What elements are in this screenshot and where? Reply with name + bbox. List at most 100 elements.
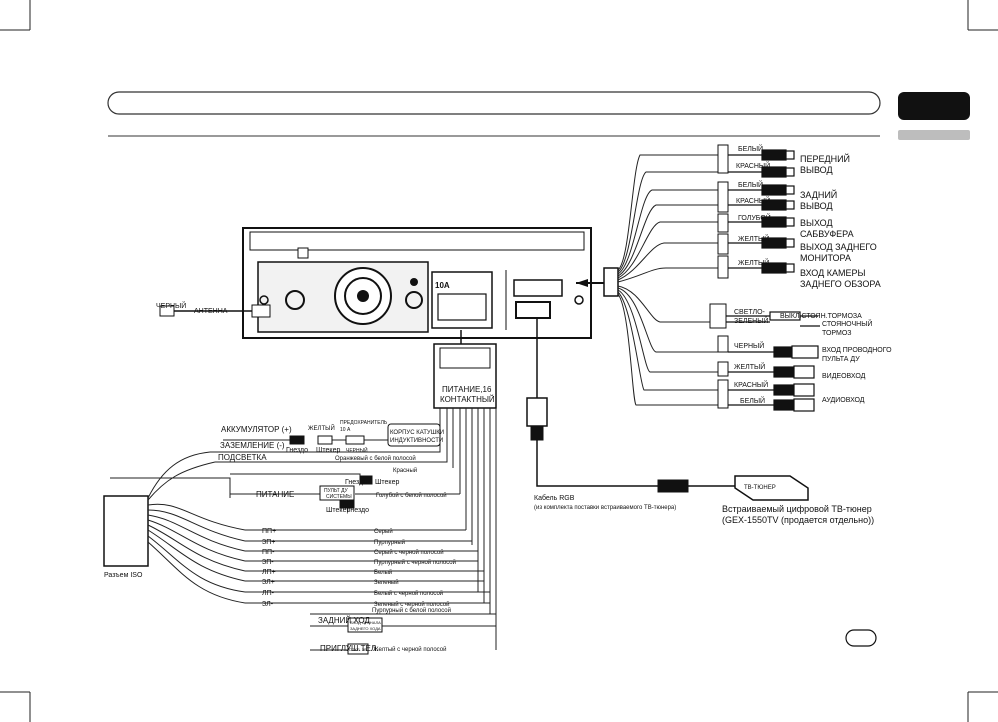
rear-output-2: ВЫВОД bbox=[800, 201, 833, 211]
plug-label: Штекер bbox=[316, 447, 340, 454]
front-output-1: ПЕРЕДНИЙ bbox=[800, 153, 850, 164]
power-label: ПИТАНИЕ bbox=[256, 490, 294, 499]
speaker-wire-labels: ПП+ Серый ЗП+ Пурпурный ПП- Серый с черн… bbox=[262, 528, 456, 608]
black-small-label: ЧЕРНЫЙ bbox=[346, 446, 368, 454]
mute-box-label: ОТКЛ. ЗВ. bbox=[349, 647, 368, 652]
speaker-color: Белый с черной полосой bbox=[374, 590, 443, 597]
monitor-output-1: ВЫХОД ЗАДНЕГО bbox=[800, 242, 877, 252]
ground-label: ЗАЗЕМЛЕНИЕ (-) bbox=[220, 441, 285, 450]
header-bar bbox=[107, 91, 881, 115]
reverse-box bbox=[347, 617, 496, 633]
label-parking-brake-1: СТОЯНОЧНЫЙ bbox=[822, 319, 872, 328]
power16-label-2: КОНТАКТНЫЙ bbox=[440, 395, 495, 404]
reverse-box-2: ЗАДНЕГО ХОДА bbox=[350, 626, 381, 631]
orange-wire-label: Оранжевый с белой полосой bbox=[335, 455, 416, 462]
battery-label: АККУМУЛЯТОР (+) bbox=[221, 425, 292, 434]
mute-wire-label: Желтый с черной полосой bbox=[373, 646, 446, 653]
head-unit bbox=[159, 227, 592, 339]
video-in: ВИДЕОВХОД bbox=[822, 373, 866, 380]
plug3-label: Штекер bbox=[326, 507, 350, 514]
speaker-color: Серый с черной полосой bbox=[374, 549, 444, 556]
section-tab-dark bbox=[898, 92, 970, 120]
rear-output-1: ЗАДНИЙ bbox=[800, 189, 837, 200]
mute-label: ПРИГЛУШ.ТЕЛ. bbox=[320, 644, 378, 653]
socket2-label: Гнездо bbox=[345, 479, 367, 486]
camera-input-1: ВХОД КАМЕРЫ bbox=[800, 268, 865, 278]
coil-label-2: ИНДУКТИВНОСТИ bbox=[390, 438, 443, 444]
antenna-label: АНТЕННА bbox=[194, 308, 228, 315]
system-remote-1: ПУЛЬТ ДУ bbox=[324, 488, 349, 494]
label-parking-brake-2: ТОРМОЗ bbox=[822, 330, 852, 337]
right-cable-bundle bbox=[617, 154, 718, 406]
mute-box bbox=[347, 643, 369, 655]
left-wire-runs bbox=[110, 408, 497, 651]
speaker-pin: ЛП- bbox=[262, 590, 275, 597]
section-tab-light bbox=[898, 130, 970, 140]
antenna-black-label: ЧЕРНЫЙ bbox=[156, 301, 186, 310]
label-red-1: КРАСНЫЙ bbox=[736, 161, 770, 170]
coil-label-1: КОРПУС КАТУШКИ bbox=[390, 430, 444, 436]
wired-remote-1: ВХОД ПРОВОДНОГО bbox=[822, 347, 892, 354]
fuse-label: 10A bbox=[435, 281, 450, 290]
red-wire-label: Красный bbox=[393, 467, 417, 474]
front-output-2: ВЫВОД bbox=[800, 165, 833, 175]
label-yellow-1: ЖЕЛТЫЙ bbox=[738, 234, 769, 243]
speaker-color: Белый bbox=[374, 569, 392, 576]
reverse-box-1: ВХОД СИГНАЛА bbox=[350, 620, 381, 625]
speaker-pin: ЗЛ- bbox=[262, 601, 274, 608]
iso-label: Разъем ISO bbox=[104, 572, 143, 579]
blue-white-label: Голубой с белой полосой bbox=[376, 492, 447, 499]
speaker-color: Пурпурный с черной полосой bbox=[374, 559, 456, 566]
plug2-label: Штекер bbox=[375, 479, 399, 486]
yellow-label: ЖЕЛТЫЙ bbox=[308, 424, 335, 432]
label-yellow-3: ЖЕЛТЫЙ bbox=[734, 362, 765, 371]
audio-in: АУДИОВХОД bbox=[822, 397, 865, 404]
tuner-title-1: Встраиваемый цифровой ТВ-тюнер bbox=[722, 504, 872, 514]
label-red-2: КРАСНЫЙ bbox=[736, 196, 770, 205]
fuse-holder-label-1: ПРЕДОХРАНИТЕЛЬ bbox=[340, 420, 388, 426]
speaker-pin: ЗЛ+ bbox=[262, 579, 275, 586]
tuner-title-2: (GEX-1550TV (продается отдельно)) bbox=[722, 515, 874, 525]
rgb-cable-label-1: Кабель RGB bbox=[534, 494, 575, 502]
label-lightgreen-1: СВЕТЛО- bbox=[734, 309, 766, 316]
speaker-pin: ПП- bbox=[262, 549, 275, 556]
wired-remote-2: ПУЛЬТА ДУ bbox=[822, 356, 860, 363]
label-white-3: БЕЛЫЙ bbox=[740, 396, 765, 405]
socket3-label: Гнездо bbox=[347, 507, 369, 514]
remote-plug bbox=[319, 475, 373, 509]
sub-output-2: САБВУФЕРА bbox=[800, 229, 854, 239]
monitor-output-2: МОНИТОРА bbox=[800, 253, 851, 263]
fuse-holder-label-2: 10 А bbox=[340, 427, 351, 433]
purple-white-label: Пурпурный с белой полосой bbox=[372, 607, 451, 614]
iso-connector bbox=[103, 451, 246, 604]
tuner-box-label: ТВ-ТЮНЕР bbox=[744, 485, 776, 491]
rgb-cable bbox=[526, 318, 809, 501]
label-black: ЧЕРНЫЙ bbox=[734, 341, 764, 350]
page-number-badge bbox=[845, 629, 877, 647]
label-yellow-2: ЖЕЛТЫЙ bbox=[738, 258, 769, 267]
label-red-3: КРАСНЫЙ bbox=[734, 380, 768, 389]
reverse-label: ЗАДНИЙ ХОД bbox=[318, 616, 370, 625]
speaker-pin: ЛП+ bbox=[262, 569, 276, 576]
speaker-pin: ЗП- bbox=[262, 559, 274, 566]
rgb-cable-label-2: (из комплекта поставки встраиваемого ТВ-… bbox=[534, 505, 676, 511]
right-label-boxes bbox=[709, 144, 729, 409]
label-blue: ГОЛУБОЙ bbox=[738, 213, 771, 222]
rca-plugs bbox=[726, 149, 820, 412]
label-lightgreen-2: ЗЕЛЕНЫЙ bbox=[734, 316, 768, 325]
camera-input-2: ЗАДНЕГО ОБЗОРА bbox=[800, 279, 881, 289]
speaker-color: Пурпурный bbox=[374, 539, 405, 546]
power-connector-16pin bbox=[433, 330, 497, 409]
speaker-pin: ЗП+ bbox=[262, 539, 275, 546]
illumination-label: ПОДСВЕТКА bbox=[218, 453, 267, 462]
system-remote-2: СИСТЕМЫ bbox=[326, 494, 352, 500]
speaker-pin: ПП+ bbox=[262, 528, 276, 535]
antenna-plug bbox=[159, 304, 271, 318]
label-white-2: БЕЛЫЙ bbox=[738, 180, 763, 189]
fuse-holder bbox=[289, 423, 441, 447]
harness-plug bbox=[576, 267, 619, 297]
power16-label-1: ПИТАНИЕ,16 bbox=[442, 385, 492, 394]
socket-label: Гнездо bbox=[286, 447, 308, 454]
speaker-color: Зеленый bbox=[374, 579, 399, 586]
